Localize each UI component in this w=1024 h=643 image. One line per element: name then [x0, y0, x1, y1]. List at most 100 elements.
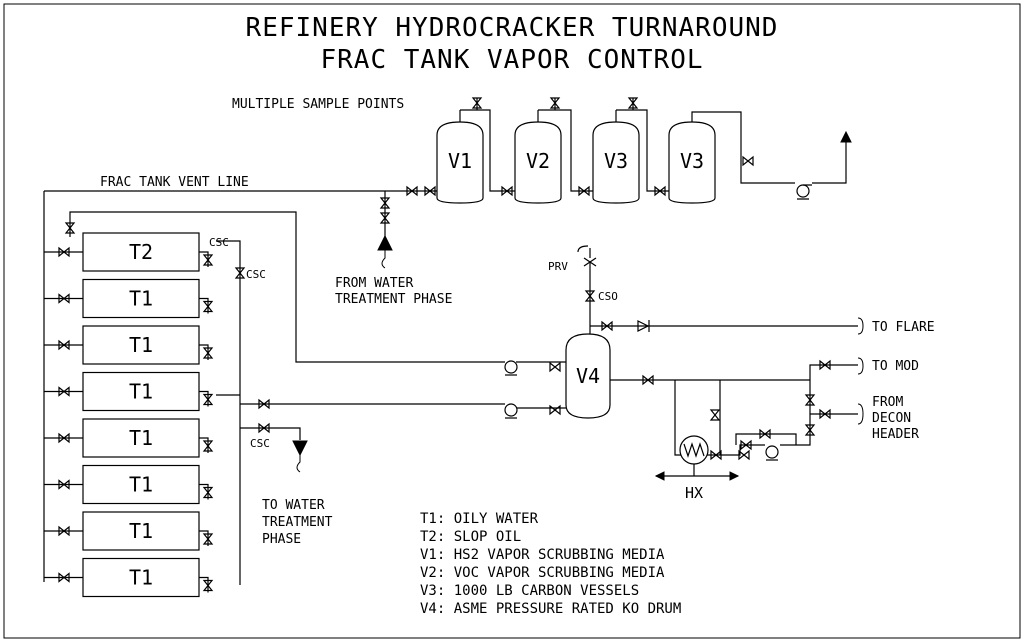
gate-valve-icon [58, 525, 70, 537]
ko-drum-v4: V4 [565, 333, 611, 419]
gate-valve-icon [58, 386, 70, 397]
inlet-arrow [377, 234, 393, 251]
prv-label: PRV [548, 260, 568, 273]
gate-valve-icon [819, 408, 831, 420]
vessel-v2: V2 [514, 121, 562, 204]
to-water-line [240, 427, 301, 440]
gate-valve-icon [58, 339, 70, 351]
vessel-label: V3 [680, 149, 704, 173]
gate-valve-icon [642, 374, 654, 386]
tank-t1-2: T1 [44, 278, 209, 319]
tank-label: T1 [129, 426, 153, 450]
from-decon-label-3: HEADER [872, 427, 919, 442]
gate-valve-icon [584, 290, 596, 302]
to-mod-label: TO MOD [872, 359, 919, 374]
drawing-border [3, 3, 1021, 639]
tank-label: T1 [129, 380, 153, 404]
to-water-arrow [292, 440, 308, 457]
bypass-loop [735, 433, 797, 445]
to-water-label-3: PHASE [262, 532, 301, 547]
tank-t1-3: T1 [44, 325, 209, 365]
inlet-break [381, 250, 386, 269]
tank-label: T1 [129, 287, 153, 311]
from-decon-bracket [857, 403, 864, 425]
gate-valve-icon [738, 449, 750, 461]
legend-item: V1: HS2 VAPOR SCRUBBING MEDIA [420, 547, 665, 563]
exhaust-pump-icon [796, 184, 812, 200]
gate-valve-icon [804, 424, 816, 436]
legend-item: V4: ASME PRESSURE RATED KO DRUM [420, 601, 681, 617]
gate-valve-icon [202, 579, 214, 592]
gate-valve-icon [58, 293, 70, 304]
v4-feed-pump-1-icon [504, 360, 518, 376]
gate-valve-icon [379, 212, 391, 224]
to-water-label-1: TO WATER [262, 498, 325, 513]
gate-valve-icon [202, 347, 214, 359]
tank-t1-5: T1 [44, 418, 209, 458]
prv-valve-icon [583, 248, 597, 267]
gate-valve-icon [654, 185, 666, 197]
vessel-label: V1 [448, 149, 472, 173]
gate-valve-icon [202, 300, 214, 313]
to-water-break [296, 455, 301, 473]
tank-label: T1 [129, 566, 153, 590]
gate-valve-icon [58, 246, 70, 258]
vessel-v3-b: V3 [668, 121, 716, 204]
sample-points-label: MULTIPLE SAMPLE POINTS [232, 97, 404, 112]
gate-valve-icon [202, 486, 214, 499]
from-decon-label-1: FROM [872, 395, 903, 410]
legend-item: V3: 1000 LB CARBON VESSELS [420, 583, 639, 599]
flare-check-valve-icon [637, 320, 650, 332]
v4-outlet-line [610, 364, 858, 456]
gate-valve-icon [819, 359, 831, 371]
gate-valve-icon [58, 432, 70, 444]
tank-t1-4: T1 [44, 371, 209, 412]
tank-label: T1 [129, 333, 153, 357]
v4-feed-pump-2-icon [504, 403, 518, 419]
from-water-label-1: FROM WATER [335, 276, 413, 291]
title-line-1: REFINERY HYDROCRACKER TURNAROUND [246, 13, 779, 43]
tank-collector-a [216, 240, 241, 585]
tank-t1-6: T1 [44, 464, 209, 505]
vessel-label: V2 [526, 149, 550, 173]
vent-arrow [840, 130, 852, 143]
to-mod-bracket [857, 357, 864, 375]
gate-valve-icon [202, 440, 214, 452]
gate-valve-icon [258, 398, 270, 410]
hx-pump-icon [765, 445, 779, 461]
heat-exchanger-icon [654, 435, 740, 481]
csc-label-1: CSC [209, 236, 229, 249]
tank-t1-8: T1 [44, 557, 209, 598]
v4-label: V4 [576, 364, 600, 388]
gate-valve-icon [258, 422, 270, 434]
gate-valve-icon [710, 449, 722, 461]
csc-label-3: CSC [250, 437, 270, 450]
cso-label: CSO [598, 290, 618, 303]
gate-valve-icon [234, 267, 246, 279]
gate-valve-icon [202, 533, 214, 545]
gate-valve-icon [740, 439, 752, 451]
tank-t2-1: T2 [44, 232, 209, 272]
t2-vent-to-v4-line [69, 211, 566, 363]
gate-valve-icon [549, 361, 561, 373]
to-water-label-2: TREATMENT [262, 515, 333, 530]
vessel-v3-a: V3 [592, 121, 640, 204]
vessel-v1: V1 [436, 121, 484, 204]
v3-v3-pipe [616, 109, 669, 192]
to-flare-bracket [857, 317, 864, 335]
gate-valve-icon [64, 222, 76, 234]
valve-symbols [58, 97, 831, 592]
gate-valve-icon [202, 393, 214, 406]
legend-item: V2: VOC VAPOR SCRUBBING MEDIA [420, 565, 665, 581]
title-line-2: FRAC TANK VAPOR CONTROL [320, 45, 703, 75]
gate-valve-icon [601, 320, 613, 332]
gate-valve-icon [58, 479, 70, 490]
gate-valve-icon [58, 572, 70, 583]
gate-valve-icon [379, 197, 391, 209]
to-flare-label: TO FLARE [872, 320, 935, 335]
gate-valve-icon [759, 428, 771, 440]
tank-label: T1 [129, 519, 153, 543]
gate-valve-icon [627, 97, 639, 109]
